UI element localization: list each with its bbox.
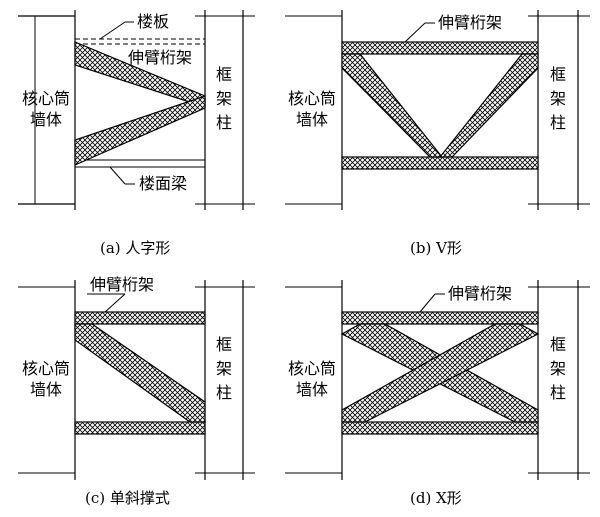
frame-column-label-2: 架	[216, 359, 232, 378]
core-wall-label-line1: 核心筒	[22, 89, 70, 108]
caption-a: (a) 人字形	[100, 239, 170, 257]
frame-column-label-3: 柱	[216, 383, 232, 402]
floor-beam-label: 楼面梁	[139, 174, 187, 193]
frame-column-label-1: 框	[216, 65, 232, 84]
floor-slab	[75, 38, 205, 45]
frame-column-label-2: 架	[216, 89, 232, 108]
floor-beam	[75, 159, 205, 168]
outrigger-truss-chevron	[74, 41, 206, 166]
panel-b: 伸臂桁架 核心筒 墙体 框 架 柱 (b) V形	[285, 10, 590, 257]
core-wall-label-line2: 墙体	[296, 380, 328, 399]
frame-column-label-1: 框	[550, 335, 566, 354]
outrigger-truss-single-diagonal	[74, 311, 206, 435]
core-wall-label-line2: 墙体	[30, 110, 62, 129]
outrigger-truss-v	[341, 41, 539, 170]
frame-column-label-3: 柱	[550, 113, 566, 132]
outrigger-truss-label: 伸臂桁架	[128, 48, 192, 67]
core-wall-label-line1: 核心筒	[288, 89, 336, 108]
leader-outrigger-truss	[419, 293, 436, 313]
frame-column	[528, 280, 590, 480]
frame-column	[195, 280, 255, 480]
caption-b: (b) V形	[410, 239, 462, 257]
core-wall-label-line1: 核心筒	[288, 359, 336, 378]
outrigger-truss-x	[340, 311, 540, 435]
leader-outrigger-truss	[404, 22, 426, 43]
core-wall-label-line2: 墙体	[30, 380, 62, 399]
frame-column	[528, 10, 590, 210]
core-wall-label-line1: 核心筒	[22, 359, 70, 378]
frame-column-label-3: 柱	[216, 113, 232, 132]
frame-column-label-1: 框	[550, 65, 566, 84]
panel-d: 伸臂桁架 核心筒 墙体 框 架 柱 (d) X形	[285, 280, 590, 507]
frame-column-label-3: 柱	[550, 383, 566, 402]
caption-c: (c) 单斜撑式	[85, 489, 170, 507]
frame-column	[195, 10, 255, 210]
frame-column-label-2: 架	[550, 89, 566, 108]
outrigger-truss-label: 伸臂桁架	[90, 275, 154, 294]
panel-c: 伸臂桁架 核心筒 墙体 框 架 柱 (c) 单斜撑式	[18, 275, 255, 507]
leader-outrigger-truss	[104, 293, 126, 313]
outrigger-truss-label: 伸臂桁架	[448, 284, 512, 303]
floor-slab-label: 楼板	[137, 12, 169, 31]
core-wall-label-line2: 墙体	[296, 110, 328, 129]
outrigger-truss-label: 伸臂桁架	[438, 13, 502, 32]
frame-column-label-2: 架	[550, 359, 566, 378]
leader-floor-beam	[109, 166, 126, 185]
frame-column-label-1: 框	[216, 335, 232, 354]
panel-a: 楼板 伸臂桁架 楼面梁 核心筒 墙体 框 架 柱 (a) 人字形	[18, 10, 255, 257]
leader-floor-slab	[99, 21, 126, 40]
caption-d: (d) X形	[410, 489, 462, 507]
